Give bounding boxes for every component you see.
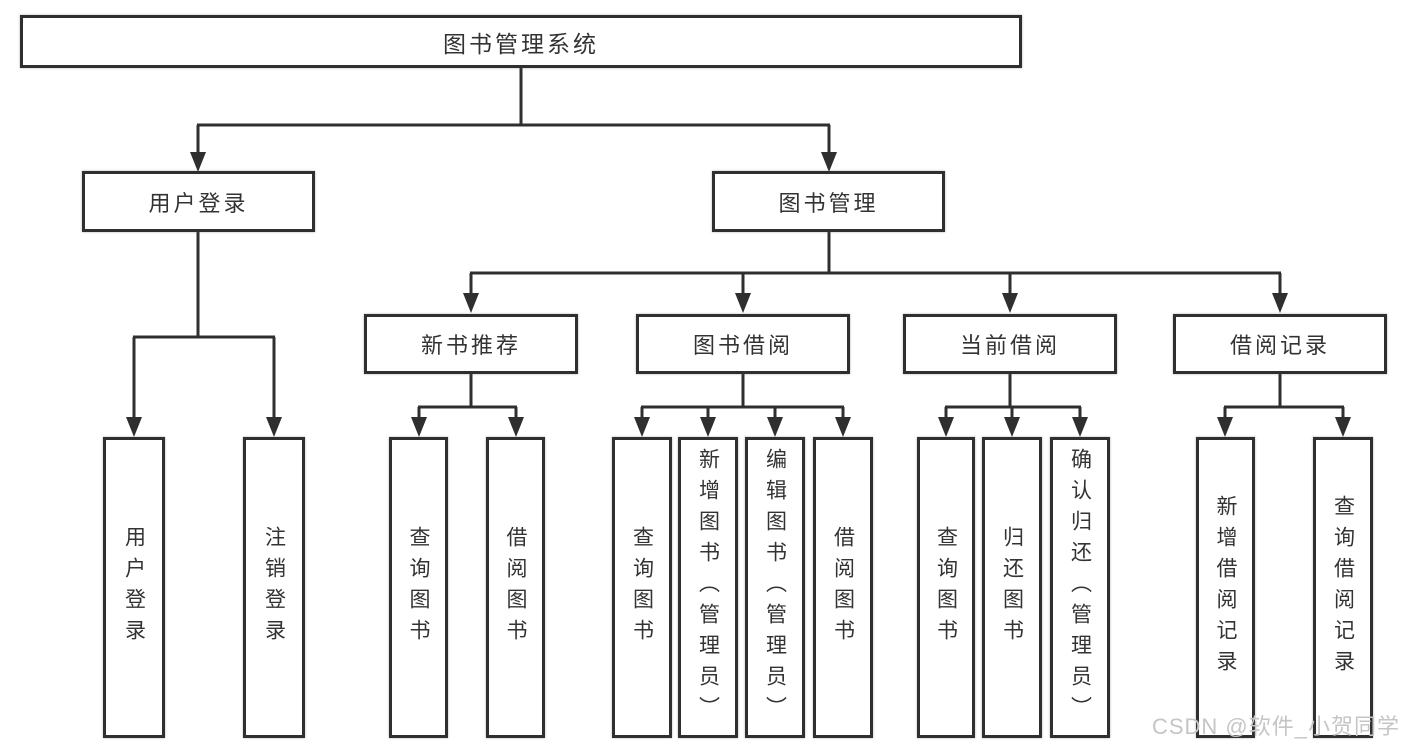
leaf-query-books-current: 查询图书 (917, 437, 975, 738)
leaf-query-books-recommend: 查询图书 (389, 437, 448, 738)
node-label: 查询图书 (934, 525, 958, 650)
node-label: 确认归还（管理员） (1068, 448, 1092, 727)
node-book-management-system: 图书管理系统 (20, 15, 1022, 68)
node-label: 借阅记录 (1229, 333, 1330, 358)
leaf-add-books-admin: 新增图书（管理员） (678, 437, 738, 738)
node-borrowing-records: 借阅记录 (1173, 314, 1387, 374)
node-label: 借阅图书 (831, 525, 855, 650)
node-label: 新增图书（管理员） (696, 448, 720, 727)
csdn-watermark: CSDN @软件_小贺同学 (1151, 714, 1400, 739)
node-label: 注销登录 (262, 525, 286, 650)
node-label: 查询借阅记录 (1331, 494, 1355, 681)
node-label: 归还图书 (1000, 525, 1024, 650)
node-label: 新书推荐 (420, 333, 521, 358)
node-label: 图书借阅 (692, 333, 793, 358)
node-label: 查询图书 (630, 525, 654, 650)
node-label: 用户登录 (148, 190, 249, 216)
node-label: 查询图书 (407, 525, 430, 650)
node-label: 用户登录 (122, 525, 146, 650)
leaf-query-borrow-record: 查询借阅记录 (1313, 437, 1373, 738)
node-book-borrowing: 图书借阅 (636, 314, 850, 374)
leaf-borrow-books: 借阅图书 (813, 437, 873, 738)
arrowheads (126, 152, 1351, 437)
node-book-management: 图书管理 (712, 171, 945, 232)
leaf-logout: 注销登录 (243, 437, 305, 738)
leaf-add-borrow-record: 新增借阅记录 (1196, 437, 1255, 738)
node-new-book-recommendation: 新书推荐 (364, 314, 578, 374)
node-current-borrowing: 当前借阅 (903, 314, 1117, 374)
node-user-login: 用户登录 (82, 171, 315, 232)
node-label: 编辑图书（管理员） (763, 448, 787, 727)
leaf-edit-books-admin: 编辑图书（管理员） (745, 437, 805, 738)
leaf-user-login: 用户登录 (103, 437, 165, 738)
leaf-query-books-borrowing: 查询图书 (612, 437, 672, 738)
node-label: 当前借阅 (959, 333, 1060, 358)
leaf-return-books: 归还图书 (982, 437, 1042, 738)
node-label: 图书管理系统 (443, 30, 599, 57)
node-label: 借阅图书 (504, 525, 527, 650)
node-label: 新增借阅记录 (1214, 494, 1237, 681)
node-label: 图书管理 (778, 190, 879, 216)
leaf-confirm-return-admin: 确认归还（管理员） (1050, 437, 1110, 738)
leaf-borrow-books-recommend: 借阅图书 (486, 437, 545, 738)
